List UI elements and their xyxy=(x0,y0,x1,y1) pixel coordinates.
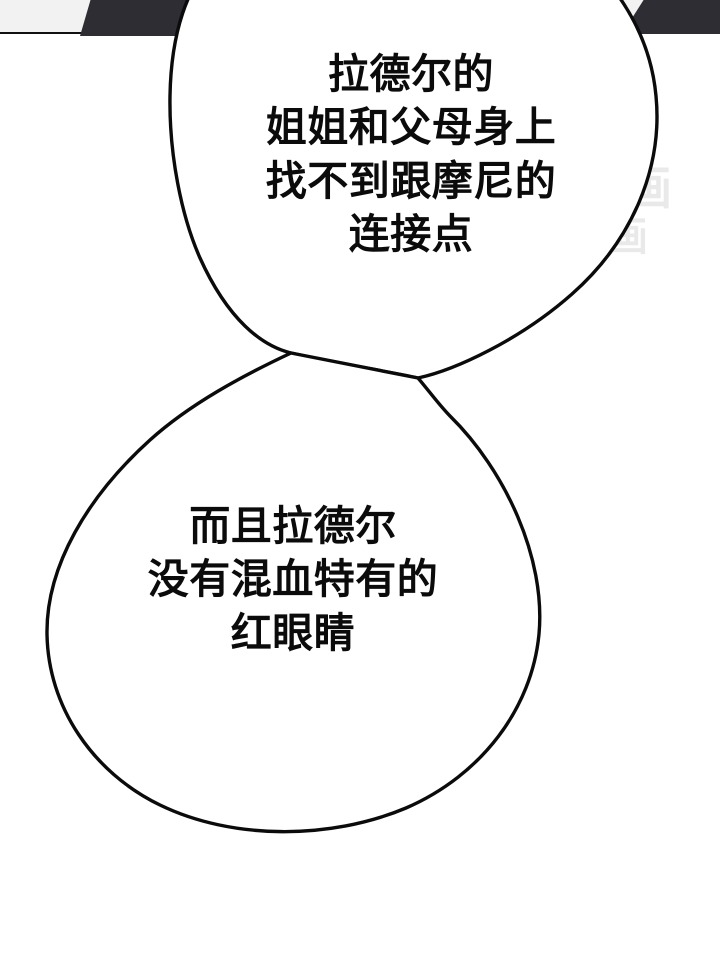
speech-bubble-2-text: 而且拉德尔 没有混血特有的 红眼睛 xyxy=(147,502,439,657)
speech-bubble-2-shape xyxy=(45,351,542,834)
speech-bubble-1-shape xyxy=(168,0,659,380)
speech-bubble-1-text: 拉德尔的 姐姐和父母身上 找不到跟摩尼的 连接点 xyxy=(265,50,557,258)
